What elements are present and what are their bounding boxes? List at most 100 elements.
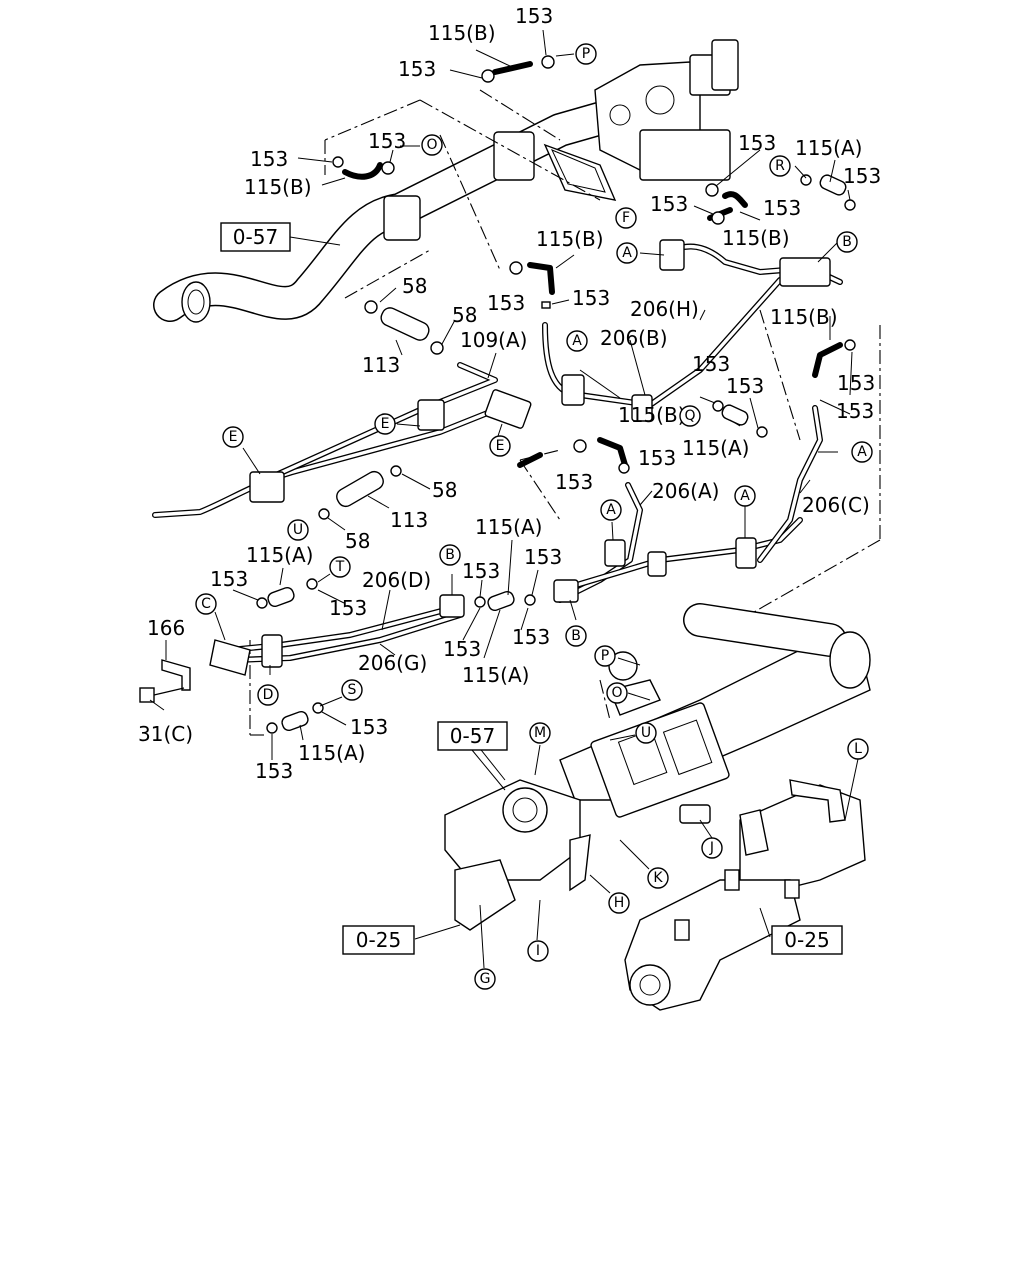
label-113-b: 113 (390, 508, 428, 532)
label-58-b: 58 (452, 303, 477, 327)
reference-boxes: 0-57 0-57 0-25 0-25 (220, 222, 843, 955)
circled-callouts: P O F R A B E E E A Q A A A U T C B B D … (195, 43, 873, 990)
callout-g: G (474, 968, 496, 990)
hose-segments-and-clamps (256, 55, 856, 734)
callout-b-2: B (439, 544, 461, 566)
svg-text:C: C (201, 596, 211, 612)
svg-text:I: I (536, 943, 540, 959)
leader-dash-lines (249, 89, 881, 736)
label-115a-q: 115(A) (682, 436, 749, 460)
svg-text:U: U (641, 725, 651, 741)
label-206h: 206(H) (630, 297, 699, 321)
svg-text:O: O (611, 685, 622, 701)
label-109a: 109(A) (460, 328, 527, 352)
label-153-m4: 153 (512, 625, 550, 649)
svg-text:D: D (263, 687, 274, 703)
svg-text:U: U (293, 522, 303, 538)
ref-box-025-right: 0-25 (771, 925, 843, 955)
label-153-r: 153 (843, 164, 881, 188)
label-115a-m: 115(A) (462, 663, 529, 687)
label-113-a: 113 (362, 353, 400, 377)
label-153-low2: 153 (555, 470, 593, 494)
svg-text:M: M (534, 725, 546, 741)
ref-box-057-top: 0-57 (220, 222, 291, 252)
label-153-s: 153 (350, 715, 388, 739)
callout-a-4: A (600, 499, 622, 521)
callout-k: K (647, 867, 669, 889)
label-206g: 206(G) (358, 651, 427, 675)
label-206d: 206(D) (362, 568, 431, 592)
callout-a-3: A (851, 441, 873, 463)
callout-a-5: A (734, 485, 756, 507)
callout-p-top: P (575, 43, 597, 65)
label-31c: 31(C) (138, 722, 193, 746)
label-153-top: 153 (515, 4, 553, 28)
svg-text:T: T (335, 559, 345, 575)
callout-s: S (341, 679, 363, 701)
callout-r: R (769, 155, 791, 177)
label-115a-left: 115(A) (246, 543, 313, 567)
svg-text:K: K (653, 870, 663, 886)
label-153-rr: 153 (763, 196, 801, 220)
label-153-l2: 153 (329, 596, 367, 620)
label-115a-mid: 115(A) (475, 515, 542, 539)
svg-text:0-57: 0-57 (233, 225, 278, 249)
label-166: 166 (147, 616, 185, 640)
callout-o-top: O (421, 134, 443, 156)
label-153-o: 153 (368, 129, 406, 153)
label-153-low: 153 (638, 446, 676, 470)
svg-text:A: A (606, 502, 616, 518)
svg-text:P: P (582, 46, 590, 62)
label-58-c: 58 (432, 478, 457, 502)
svg-text:B: B (571, 628, 581, 644)
callout-d: D (257, 684, 279, 706)
label-153-topleft: 153 (398, 57, 436, 81)
label-153-q2: 153 (726, 374, 764, 398)
callout-u-low: U (635, 722, 657, 744)
callout-l: L (847, 738, 869, 760)
label-58-u: 58 (345, 529, 370, 553)
callout-c: C (195, 593, 217, 615)
callout-o-low: O (606, 682, 628, 704)
label-115b-left: 115(B) (244, 175, 312, 199)
callout-j: J (701, 837, 723, 859)
label-153-s2: 153 (255, 759, 293, 783)
callout-b-3: B (565, 625, 587, 647)
label-153-center: 153 (487, 291, 525, 315)
label-58-a: 58 (402, 274, 427, 298)
callout-f: F (615, 207, 637, 229)
leader-lines (149, 29, 859, 969)
part-number-labels: 115(B) 153 153 153 153 115(B) 153 115(A)… (138, 4, 881, 783)
egr-valve-assembly (543, 39, 739, 201)
label-153-q: 153 (692, 352, 730, 376)
svg-text:B: B (445, 547, 455, 563)
svg-text:B: B (842, 234, 852, 250)
svg-text:0-25: 0-25 (356, 928, 401, 952)
callout-q: Q (679, 405, 701, 427)
egr-cooler-pipe-upper (153, 93, 647, 323)
svg-text:A: A (740, 488, 750, 504)
svg-text:0-57: 0-57 (450, 724, 495, 748)
label-153-m2: 153 (524, 545, 562, 569)
label-153-left: 153 (250, 147, 288, 171)
label-115a-s: 115(A) (298, 741, 365, 765)
label-153-egr: 153 (738, 131, 776, 155)
callout-e-2: E (489, 435, 511, 457)
ref-box-025-left: 0-25 (342, 925, 415, 955)
svg-text:A: A (622, 245, 632, 261)
callout-e-1: E (374, 413, 396, 435)
callout-e-3: E (222, 426, 244, 448)
svg-text:R: R (775, 158, 785, 174)
callout-b-1: B (836, 231, 858, 253)
svg-text:P: P (601, 648, 609, 664)
svg-text:E: E (229, 429, 238, 445)
svg-text:E: E (381, 416, 390, 432)
label-153-m3: 153 (443, 637, 481, 661)
callout-a-1: A (616, 242, 638, 264)
label-206c: 206(C) (802, 493, 870, 517)
egr-cooler-lower (444, 603, 871, 931)
callout-p-low: P (594, 645, 616, 667)
label-153-center2: 153 (572, 286, 610, 310)
svg-text:S: S (348, 682, 357, 698)
